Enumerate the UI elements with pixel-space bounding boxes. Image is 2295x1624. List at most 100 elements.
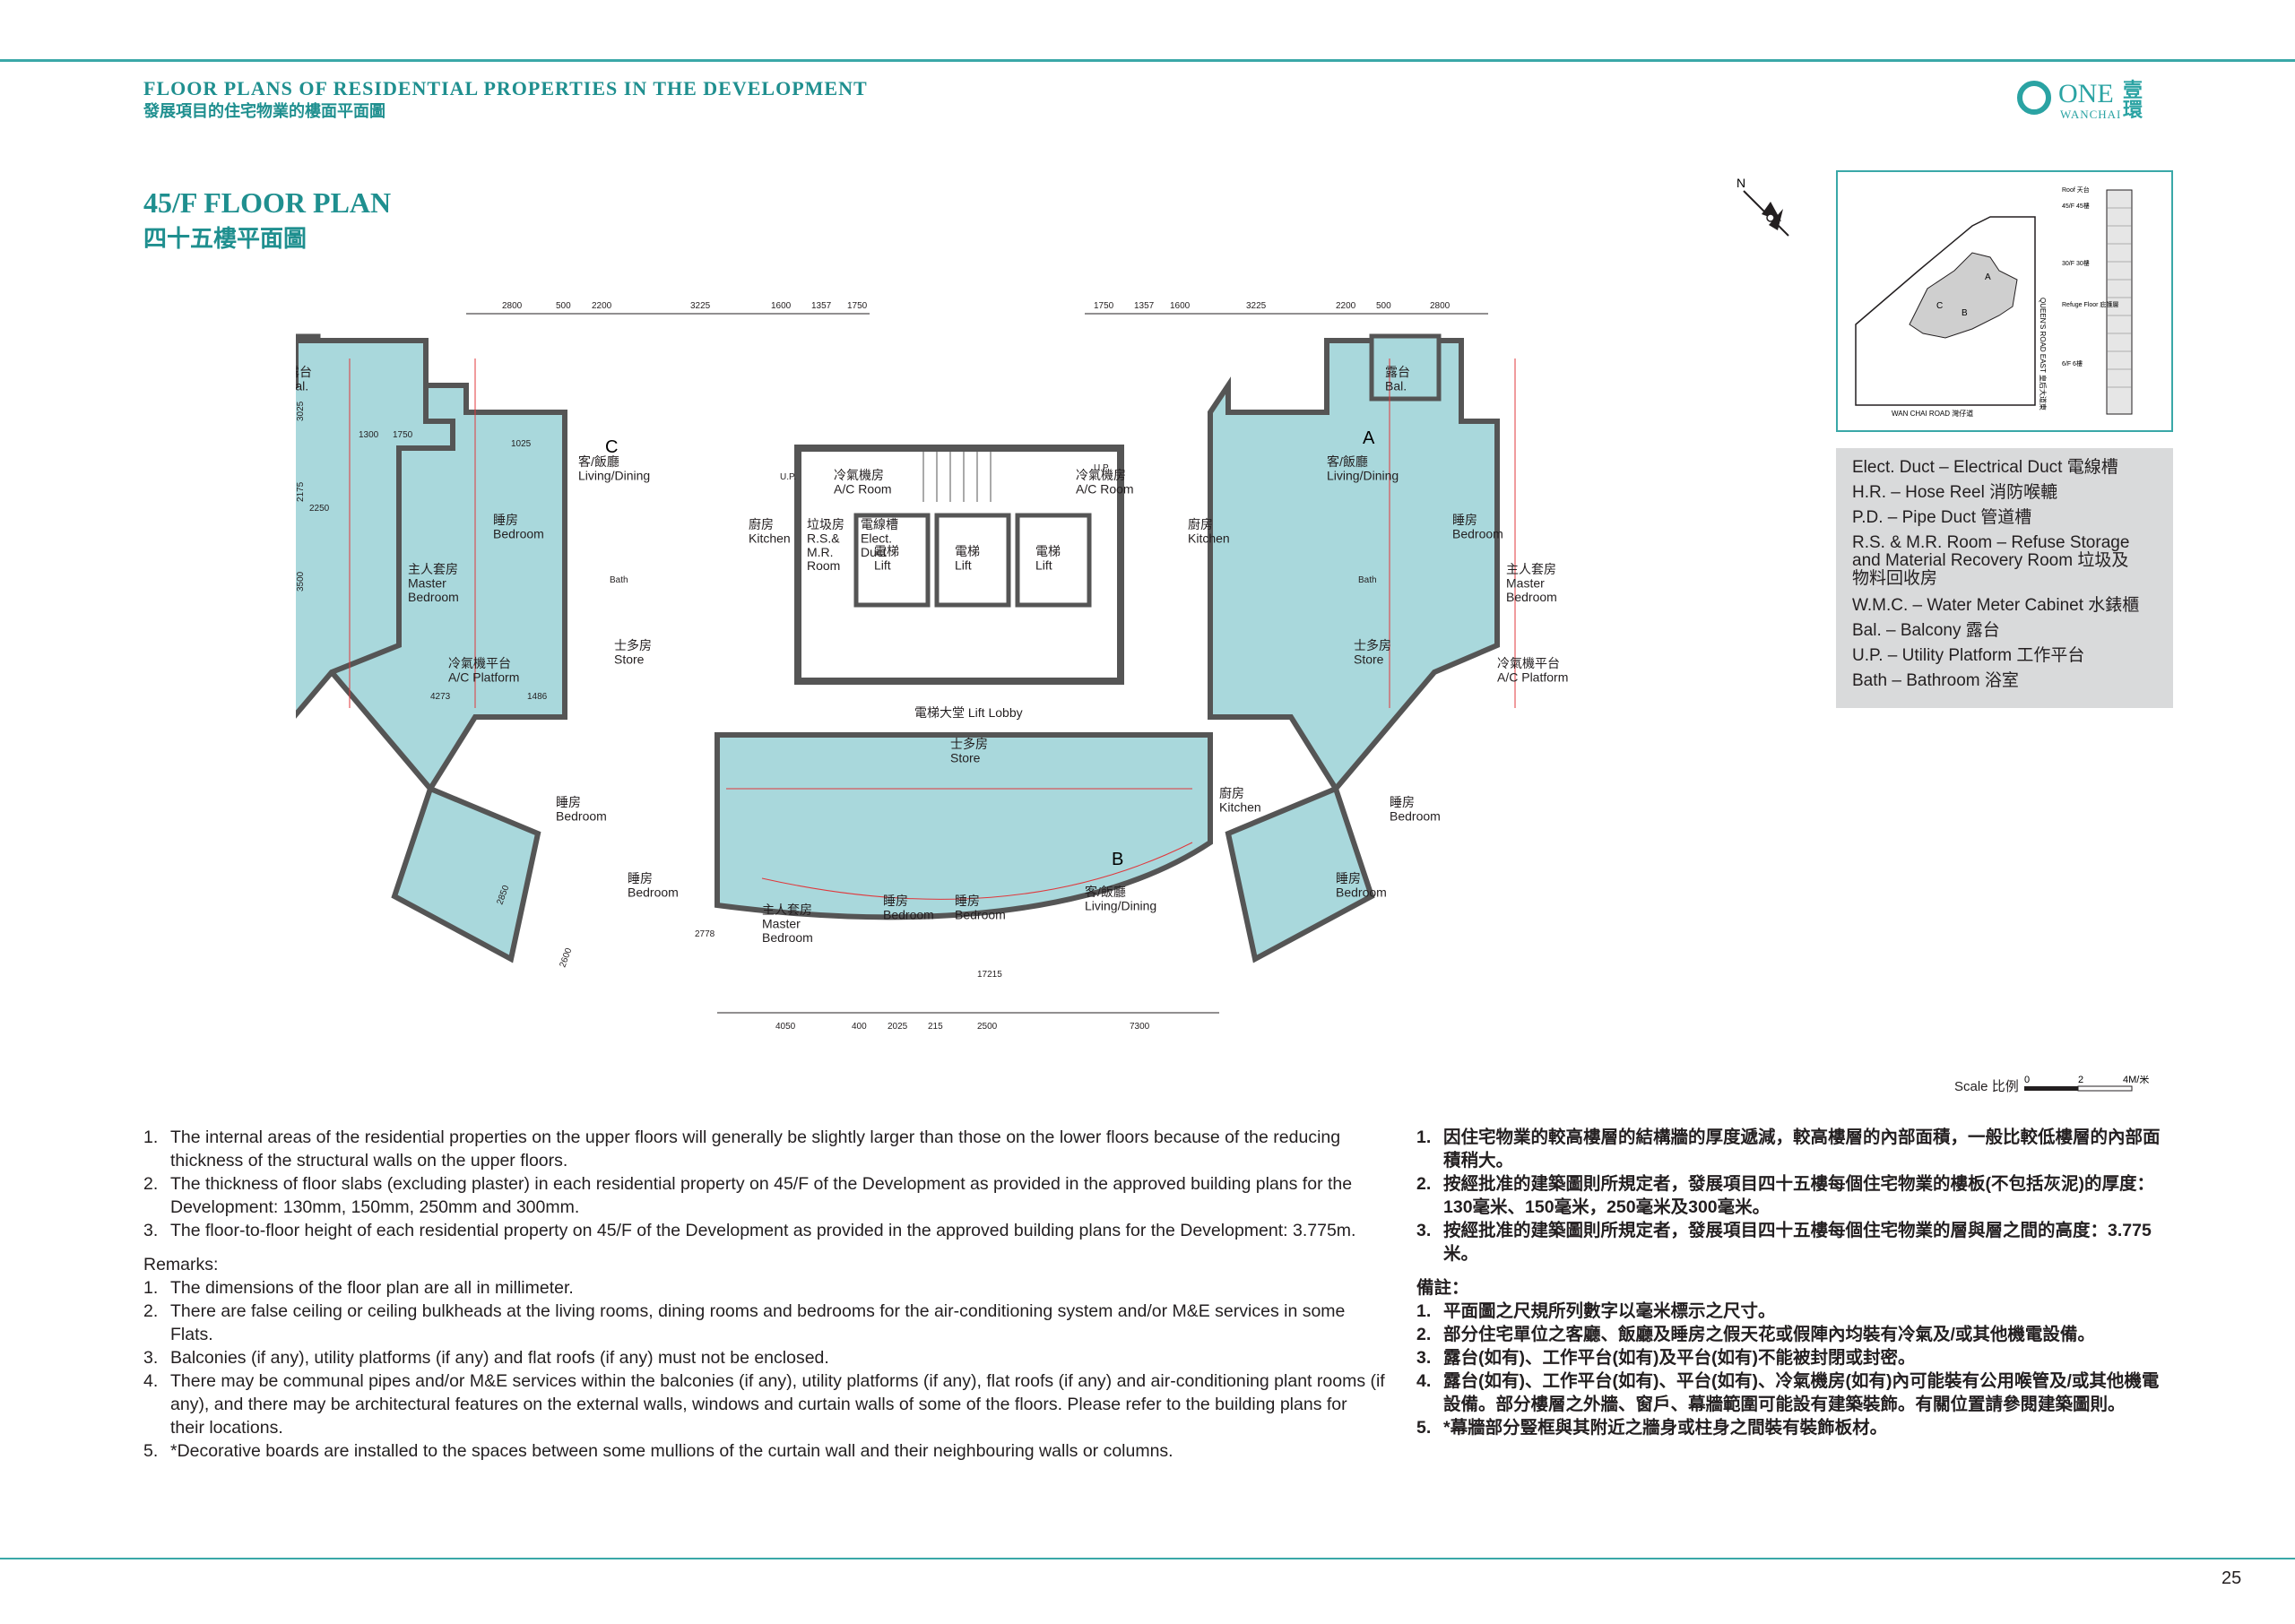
notes-zh: 1.因住宅物業的較高樓層的結構牆的厚度遞減，較高樓層的內部面積，一般比較低樓層的…: [1416, 1126, 2169, 1439]
legend-item: R.S. & M.R. Room – Refuse Storage and Ma…: [1852, 533, 2130, 588]
section-title-zh: 發展項目的住宅物業的樓面平面圖: [143, 102, 385, 120]
floor-plan-45f: 2800 500 2200 3225 1600 1357 1750 1750 1…: [96, 287, 1694, 1040]
remark-en-item: 1.The dimensions of the floor plan are a…: [143, 1278, 574, 1298]
dim-misc-2600: 2600: [558, 946, 574, 969]
remark-zh-item: 4.露台(如有)、工作平台(如有)、平台(如有)、冷氣機房(如有)內可能裝有公用…: [1416, 1371, 2160, 1414]
dim-top-left-4: 3225: [690, 301, 711, 311]
legend-item: Bath – Bathroom 浴室: [1852, 671, 2019, 690]
dim-side-1: 3025: [296, 401, 306, 421]
dim-top-left-2: 500: [556, 301, 571, 311]
keymap-road-wanchai: WAN CHAI ROAD 灣仔道: [1892, 409, 1973, 418]
page-number: 25: [2221, 1568, 2242, 1588]
one-wanchai-logo: ONE 壹環 WANCHAI: [2017, 79, 2152, 122]
keymap-refuge: Refuge Floor 庇護層: [2062, 300, 2118, 308]
flat-b-area: [714, 732, 1213, 920]
flat-letter-a: A: [1363, 428, 1375, 448]
remarks-heading-en: Remarks:: [143, 1255, 219, 1274]
room-a-bath: Bath: [1358, 575, 1377, 585]
lift-2: [934, 513, 1011, 608]
logo-wanchai: WANCHAI: [2060, 108, 2122, 121]
remark-en-item: 2.There are false ceiling or ceiling bul…: [143, 1301, 1346, 1344]
dim-top-left-7: 1750: [847, 301, 868, 311]
remark-zh-item: 2.部分住宅單位之客廳、飯廳及睡房之假天花或假陣內均裝有冷氣及/或其他機電設備。: [1416, 1325, 2095, 1344]
legend-item: Bal. – Balcony 露台: [1852, 621, 2000, 640]
dim-top-right-6: 500: [1376, 301, 1391, 311]
note-en-item: 3.The floor-to-floor height of each resi…: [143, 1221, 1356, 1240]
dim-misc-1300: 1300: [359, 430, 379, 440]
lift-3: [1015, 513, 1092, 608]
flat-letter-b: B: [1112, 850, 1123, 869]
dim-misc-1486: 1486: [527, 692, 548, 702]
remark-zh-item: 3.露台(如有)、工作平台(如有)及平台(如有)不能被封閉或封密。: [1416, 1348, 1916, 1368]
dim-misc-4273: 4273: [430, 692, 451, 702]
dim-misc-1025: 1025: [511, 439, 532, 449]
flat-a-balcony: [1369, 333, 1442, 402]
keymap-30f: 30/F 30樓: [2062, 259, 2090, 267]
bottom-rule: [0, 1558, 2295, 1559]
scale-tick-0: 0: [2024, 1075, 2030, 1085]
logo-one: ONE: [2058, 79, 2114, 108]
legend-item: P.D. – Pipe Duct 管道槽: [1852, 508, 2032, 527]
north-arrow-icon: N: [1735, 175, 1806, 246]
remark-zh-item: 1.平面圖之尺規所列數字以毫米標示之尺寸。: [1416, 1301, 1776, 1321]
remark-en-item: 4.There may be communal pipes and/or M&E…: [143, 1371, 1385, 1438]
dim-bottom-1: 4050: [775, 1022, 796, 1032]
dim-top-right-1: 1750: [1094, 301, 1114, 311]
dim-misc-2778: 2778: [695, 929, 715, 939]
legend-item: U.P. – Utility Platform 工作平台: [1852, 646, 2085, 665]
logo-ring-icon: [2017, 81, 2051, 115]
page-title-zh: 四十五樓平面圖: [143, 225, 307, 252]
note-en-item: 2.The thickness of floor slabs (excludin…: [143, 1174, 1353, 1217]
dim-top-left-6: 1357: [811, 301, 832, 311]
flat-c-wing: [391, 784, 541, 963]
dim-bottom-4: 215: [928, 1022, 943, 1032]
keymap-6f: 6/F 6樓: [2062, 359, 2083, 367]
dim-top-right-3: 1600: [1170, 301, 1191, 311]
dim-top-right-4: 3225: [1246, 301, 1267, 311]
scale-tick-4: 4M/米: [2123, 1075, 2149, 1085]
flat-letter-c: C: [605, 437, 618, 457]
dim-bottom-2: 400: [852, 1022, 867, 1032]
remark-en-item: 3.Balconies (if any), utility platforms …: [143, 1348, 829, 1368]
dim-top-right-2: 1357: [1134, 301, 1155, 311]
top-rule: [0, 59, 2295, 62]
keymap-road-qre: QUEEN'S ROAD EAST 皇后大道東: [2039, 298, 2048, 410]
dim-misc-2250: 2250: [309, 504, 330, 514]
note-zh-item: 3.按經批准的建築圖則所規定者，發展項目四十五樓每個住宅物業的層與層之間的高度：…: [1416, 1221, 2152, 1264]
key-plan: A B C WAN CHAI ROAD 灣仔道 QUEEN'S ROAD EAS…: [1836, 170, 2173, 432]
flat-a-wing: [1225, 784, 1375, 963]
legend-item: W.M.C. – Water Meter Cabinet 水錶櫃: [1852, 596, 2140, 615]
keymap-flat-b: B: [1962, 308, 1968, 318]
dim-misc-17215: 17215: [977, 970, 1002, 980]
dim-top-left-5: 1600: [771, 301, 792, 311]
scale-label: Scale 比例: [1954, 1078, 2019, 1094]
dim-bottom-3: 2025: [888, 1022, 908, 1032]
remark-en-item: 5.*Decorative boards are installed to th…: [143, 1441, 1173, 1461]
notes-en: 1.The internal areas of the residential …: [143, 1126, 1385, 1463]
